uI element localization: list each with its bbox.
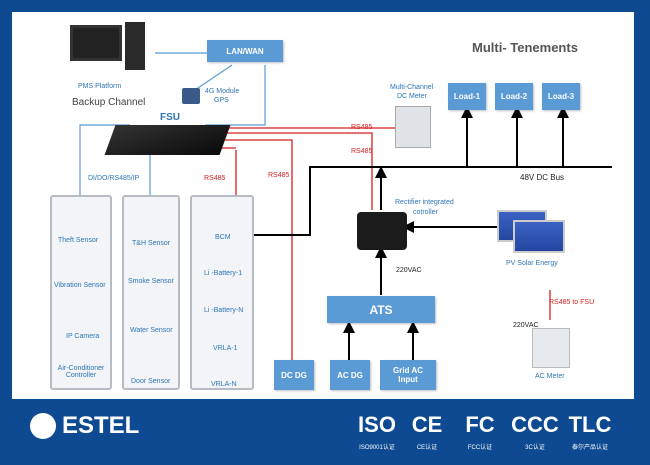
rs485-label-3: RS485 bbox=[351, 124, 373, 131]
rectifier-label-2: cotroller bbox=[413, 209, 438, 216]
rs485-label-4: RS485 bbox=[351, 148, 373, 155]
rs485-fsu-label: RS485 to FSU bbox=[549, 299, 595, 306]
panel-item: Smoke Sensor bbox=[128, 278, 174, 285]
estel-logo-icon bbox=[30, 413, 56, 439]
ac-dg-box: AC DG bbox=[330, 360, 370, 390]
ac-meter-icon bbox=[532, 328, 570, 368]
panel-item: Li -Battery-N bbox=[204, 307, 244, 314]
pv-label: PV Solar Energy bbox=[506, 260, 558, 267]
backup-channel-label: Backup Channel bbox=[72, 97, 146, 108]
panel-item: Door Sensor bbox=[131, 378, 171, 385]
dc-bus bbox=[240, 166, 612, 236]
dc-meter-label-1: Multi-Channel bbox=[390, 84, 434, 91]
pms-platform-label: PMS Platform bbox=[78, 83, 122, 90]
load-box: Load-3 bbox=[542, 83, 580, 110]
panel-item: Vibration Sensor bbox=[54, 282, 106, 289]
diagram-title: Multi- Tenements bbox=[472, 40, 578, 55]
panel-item: VRLA-1 bbox=[213, 345, 238, 352]
rs485-label-2: RS485 bbox=[268, 172, 290, 179]
pc-tower-icon bbox=[125, 22, 145, 70]
solar-panel-icon-2 bbox=[513, 220, 565, 253]
panel-item: Air-Conditioner Controller bbox=[57, 365, 105, 379]
grid-ac-line-1: Grid AC bbox=[393, 366, 423, 375]
panel-item: BCM bbox=[215, 234, 231, 241]
lan-4g-link bbox=[194, 64, 233, 91]
rs485-dcdg-link bbox=[215, 139, 293, 360]
diagram-canvas bbox=[12, 12, 634, 399]
panel-item: Water Sensor bbox=[130, 327, 173, 334]
dc-bus-label: 48V DC Bus bbox=[520, 173, 565, 182]
security-panel bbox=[50, 195, 112, 390]
panel-item: T&H Sensor bbox=[132, 240, 171, 247]
panel-item: VRLA-N bbox=[211, 381, 237, 388]
load-box: Load-1 bbox=[448, 83, 486, 110]
load-box: Load-2 bbox=[495, 83, 533, 110]
dc-meter-label-2: DC Meter bbox=[397, 93, 427, 100]
rectifier-label-1: Rectifier integrated bbox=[395, 199, 454, 206]
fsu-security-link bbox=[79, 124, 130, 195]
di-do-label: DI/DO/RS485/IP bbox=[88, 175, 140, 182]
panel-item: IP Camera bbox=[66, 333, 100, 340]
ac-meter-label: AC Meter bbox=[535, 373, 565, 380]
power-panel bbox=[190, 195, 254, 390]
dc-meter-icon bbox=[395, 106, 431, 148]
brand-name: ESTEL bbox=[62, 412, 140, 439]
environment-panel bbox=[122, 195, 180, 390]
fsu-label: FSU bbox=[160, 112, 180, 123]
pms-computer-icon bbox=[70, 25, 122, 61]
ats-box: ATS bbox=[327, 296, 435, 323]
4g-module-icon bbox=[182, 88, 200, 104]
lan-wan-box: LAN/WAN bbox=[207, 40, 283, 62]
gps-label: GPS bbox=[214, 97, 229, 104]
grid-ac-box: Grid AC Input bbox=[380, 360, 436, 390]
estel-logo: ESTEL bbox=[30, 412, 139, 440]
grid-ac-line-2: Input bbox=[398, 375, 418, 384]
panel-item: Li -Battery-1 bbox=[204, 270, 243, 277]
fsu-device-icon bbox=[104, 125, 231, 155]
panel-item: Theft Sensor bbox=[58, 237, 99, 244]
vac-label-1: 220VAC bbox=[396, 267, 422, 274]
rs485-label-1: RS485 bbox=[204, 175, 226, 182]
4g-module-label: 4G Module bbox=[205, 88, 240, 95]
dc-dg-box: DC DG bbox=[274, 360, 314, 390]
rs485-rect-link bbox=[220, 132, 373, 210]
lan-fsu-link bbox=[205, 65, 266, 126]
rectifier-device-icon bbox=[357, 212, 407, 250]
vac-label-2: 220VAC bbox=[513, 322, 539, 329]
